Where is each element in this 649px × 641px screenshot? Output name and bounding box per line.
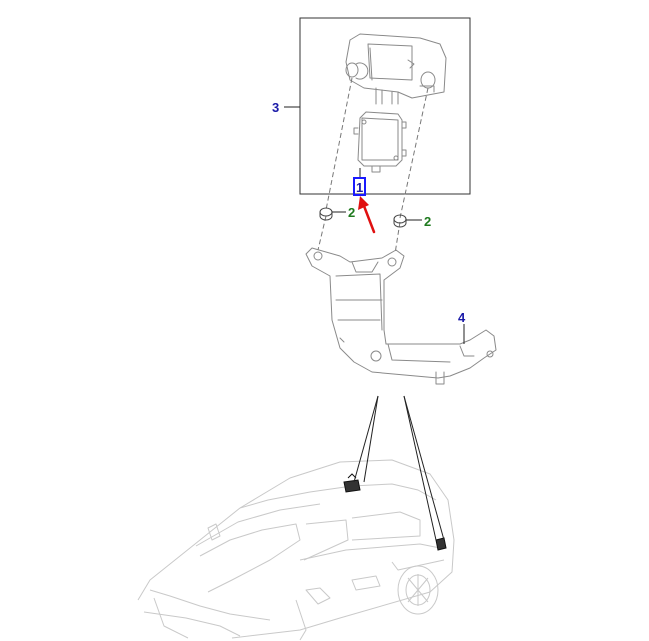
- location-leaders: [353, 395, 445, 541]
- highlight-box: [353, 177, 366, 196]
- control-module: [353, 111, 407, 173]
- callout-2-right: 2: [424, 214, 431, 229]
- inset-frame: [299, 17, 471, 195]
- rear-module-location: [435, 537, 447, 551]
- red-arrow: [358, 196, 376, 234]
- callout-3: 3: [272, 100, 279, 115]
- vehicle-outline: [137, 459, 455, 641]
- housing-cover: [345, 33, 447, 105]
- callout-4: 4: [458, 310, 466, 325]
- mounting-bracket: [305, 247, 497, 385]
- roof-module-location: [343, 473, 361, 493]
- clip-left: [319, 207, 333, 221]
- clip-right: [393, 214, 407, 228]
- callout-1: 1: [356, 180, 363, 195]
- callout-2-left: 2: [348, 205, 355, 220]
